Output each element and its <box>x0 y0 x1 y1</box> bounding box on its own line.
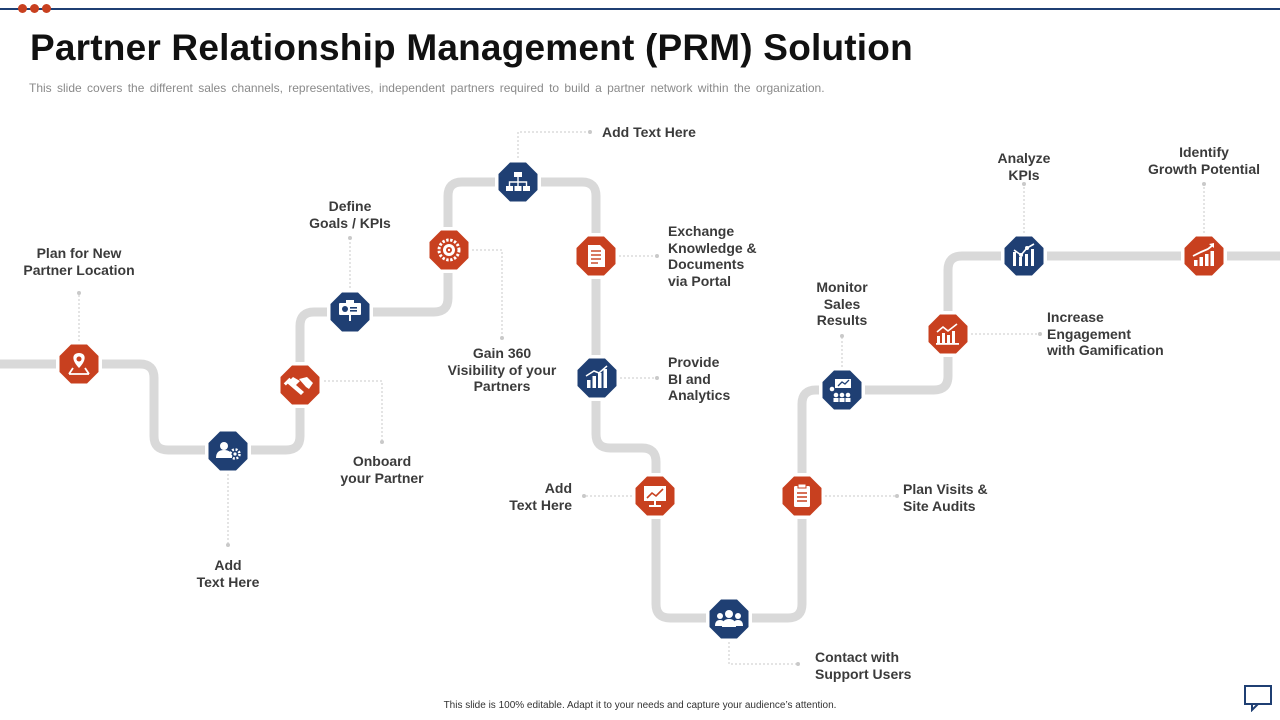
presentation-board-icon <box>339 300 361 321</box>
location-pin-icon <box>68 353 90 375</box>
step-node-monitor-sales-results <box>819 367 865 413</box>
bar-chart-icon <box>585 365 608 388</box>
step-node-define-goals <box>327 289 373 335</box>
step-node-contact-support-users <box>706 596 752 642</box>
connector-dots <box>77 130 1206 666</box>
handshake-icon <box>283 377 313 395</box>
step-node-identify-growth-potential <box>1181 233 1227 279</box>
step-node-plan-new-partner-location <box>56 341 102 387</box>
step-node-add-text-3 <box>632 473 678 519</box>
label-add-text-2: Add Text Here <box>602 124 696 140</box>
kpi-analysis-icon <box>1013 243 1035 266</box>
growth-chart-icon <box>1192 243 1214 266</box>
step-node-add-text-2 <box>495 159 541 205</box>
step-node-provide-bi-analytics <box>574 355 620 401</box>
step-node-gain-360-visibility <box>426 227 472 273</box>
slide-dots-decoration <box>18 4 51 13</box>
presentation-chart-icon <box>644 486 666 507</box>
clipboard-icon <box>794 483 810 507</box>
step-node-analyze-kpis <box>1001 233 1047 279</box>
connector-lines <box>78 131 1205 665</box>
step-node-onboard-partner <box>277 362 323 408</box>
document-icon <box>588 245 605 267</box>
hierarchy-icon <box>506 172 530 191</box>
step-node-add-text-1 <box>205 428 251 474</box>
step-node-exchange-knowledge <box>573 233 619 279</box>
step-node-plan-visits-audits <box>779 473 825 519</box>
growth-bars-icon <box>936 323 959 345</box>
users-group-icon <box>715 610 743 627</box>
sales-meeting-icon <box>829 379 851 402</box>
target-gear-icon <box>437 238 461 262</box>
slide-subtitle: This slide covers the different sales ch… <box>29 81 825 95</box>
top-rule <box>0 8 1280 10</box>
step-node-increase-engagement <box>925 311 971 357</box>
team-settings-icon <box>216 442 241 460</box>
comment-icon[interactable] <box>1243 684 1273 712</box>
slide-title: Partner Relationship Management (PRM) So… <box>30 27 913 68</box>
slide-footer-note: This slide is 100% editable. Adapt it to… <box>443 700 837 711</box>
label-plan-visits-audits: Plan Visits &Site Audits <box>903 481 988 514</box>
roadmap-path <box>0 177 1280 623</box>
